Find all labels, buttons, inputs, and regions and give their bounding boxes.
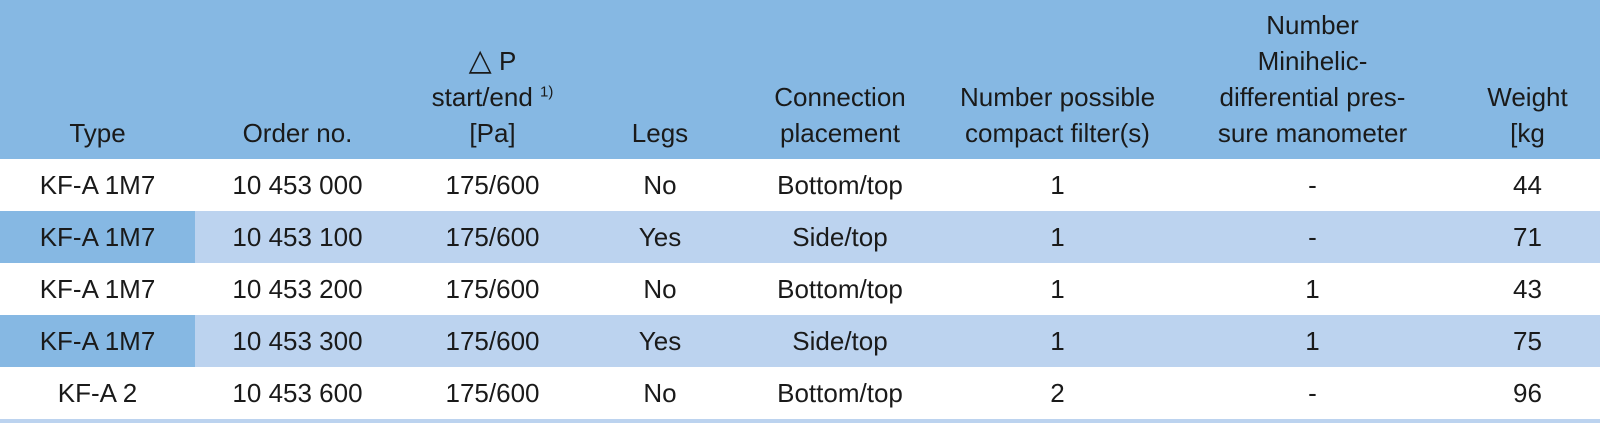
header-weight-line1: Weight <box>1487 82 1568 112</box>
header-filters: Number possible compact filter(s) <box>945 79 1170 151</box>
cell-delta-p: 175/600 <box>445 170 540 200</box>
cell-weight: 71 <box>1513 222 1542 252</box>
cell-filters: 1 <box>1050 274 1065 304</box>
header-manometer: Number Minihelic- differential pres- sur… <box>1170 7 1455 151</box>
header-order-no-label: Order no. <box>242 118 353 148</box>
header-weight-line2: [kg <box>1510 118 1545 148</box>
cell-legs: No <box>643 274 677 304</box>
header-legs-label: Legs <box>631 118 689 148</box>
cell-manometer: 1 <box>1305 274 1320 304</box>
cell-filters: 1 <box>1050 170 1065 200</box>
table-row: KF-A 1M7 10 453 000 175/600 No Bottom/to… <box>0 159 1600 211</box>
delta-symbol: △ <box>468 44 492 77</box>
cell-connection: Bottom/top <box>777 378 903 408</box>
header-delta-p: △ P start/end 1) [Pa] <box>400 43 585 151</box>
delta-p-letter: P <box>498 46 517 76</box>
header-type: Type <box>0 115 195 151</box>
cell-legs: Yes <box>638 222 682 252</box>
cell-manometer: - <box>1308 378 1317 408</box>
cell-type: KF-A 1M7 <box>39 170 156 200</box>
header-connection-line1: Connection <box>774 82 906 112</box>
cell-filters: 1 <box>1050 326 1065 356</box>
delta-p-start-end: start/end <box>431 82 533 112</box>
cell-manometer: - <box>1308 222 1317 252</box>
cell-type: KF-A 1M7 <box>39 274 156 304</box>
cell-legs: Yes <box>638 326 682 356</box>
cell-connection: Side/top <box>792 222 888 252</box>
header-manometer-line2: Minihelic- <box>1257 46 1368 76</box>
table-row: KF-A 2 10 453 600 175/600 No Bottom/top … <box>0 367 1600 419</box>
header-manometer-line1: Number <box>1266 10 1359 40</box>
cell-order-no: 10 453 000 <box>232 170 363 200</box>
table-row: KF-A 1M7 10 453 200 175/600 No Bottom/to… <box>0 263 1600 315</box>
cell-connection: Bottom/top <box>777 170 903 200</box>
header-weight: Weight [kg <box>1455 79 1600 151</box>
cell-connection: Bottom/top <box>777 274 903 304</box>
header-connection-line2: placement <box>780 118 900 148</box>
header-delta-p-line2: start/end 1) <box>400 79 585 115</box>
cell-type: KF-A 1M7 <box>0 211 195 263</box>
cell-order-no: 10 453 600 <box>232 378 363 408</box>
header-order-no: Order no. <box>195 115 400 151</box>
table-row: KF-A 1M7 10 453 100 175/600 Yes Side/top… <box>0 211 1600 263</box>
cell-weight: 96 <box>1513 378 1542 408</box>
cell-weight: 44 <box>1513 170 1542 200</box>
cell-type: KF-A 2 <box>57 378 138 408</box>
cell-order-no: 10 453 100 <box>232 222 363 252</box>
header-delta-p-unit: [Pa] <box>469 118 516 148</box>
cell-delta-p: 175/600 <box>445 222 540 252</box>
cell-connection: Side/top <box>792 326 888 356</box>
cell-filters: 2 <box>1050 378 1065 408</box>
footnote-marker: 1) <box>540 83 554 101</box>
header-legs: Legs <box>585 115 735 151</box>
cell-delta-p: 175/600 <box>445 378 540 408</box>
cell-manometer: 1 <box>1305 326 1320 356</box>
cell-filters: 1 <box>1050 222 1065 252</box>
table-row: KF-A 1M7 10 453 300 175/600 Yes Side/top… <box>0 315 1600 367</box>
cell-order-no: 10 453 300 <box>232 326 363 356</box>
cell-type: KF-A 1M7 <box>0 315 195 367</box>
header-connection: Connection placement <box>735 79 945 151</box>
cell-delta-p: 175/600 <box>445 326 540 356</box>
cell-manometer: - <box>1308 170 1317 200</box>
header-delta-p-line1: △ P <box>400 43 585 79</box>
cell-order-no: 10 453 200 <box>232 274 363 304</box>
table-bottom-border <box>0 419 1600 423</box>
cell-legs: No <box>643 378 677 408</box>
header-manometer-line3: differential pres- <box>1219 82 1406 112</box>
header-manometer-line4: sure manometer <box>1217 118 1408 148</box>
cell-weight: 75 <box>1513 326 1542 356</box>
table-header: Type Order no. △ P start/end 1) [Pa] Leg… <box>0 0 1600 159</box>
cell-weight: 43 <box>1513 274 1542 304</box>
cell-delta-p: 175/600 <box>445 274 540 304</box>
header-filters-line1: Number possible <box>959 82 1156 112</box>
header-filters-line2: compact filter(s) <box>965 118 1150 148</box>
cell-legs: No <box>643 170 677 200</box>
header-type-label: Type <box>69 118 126 148</box>
